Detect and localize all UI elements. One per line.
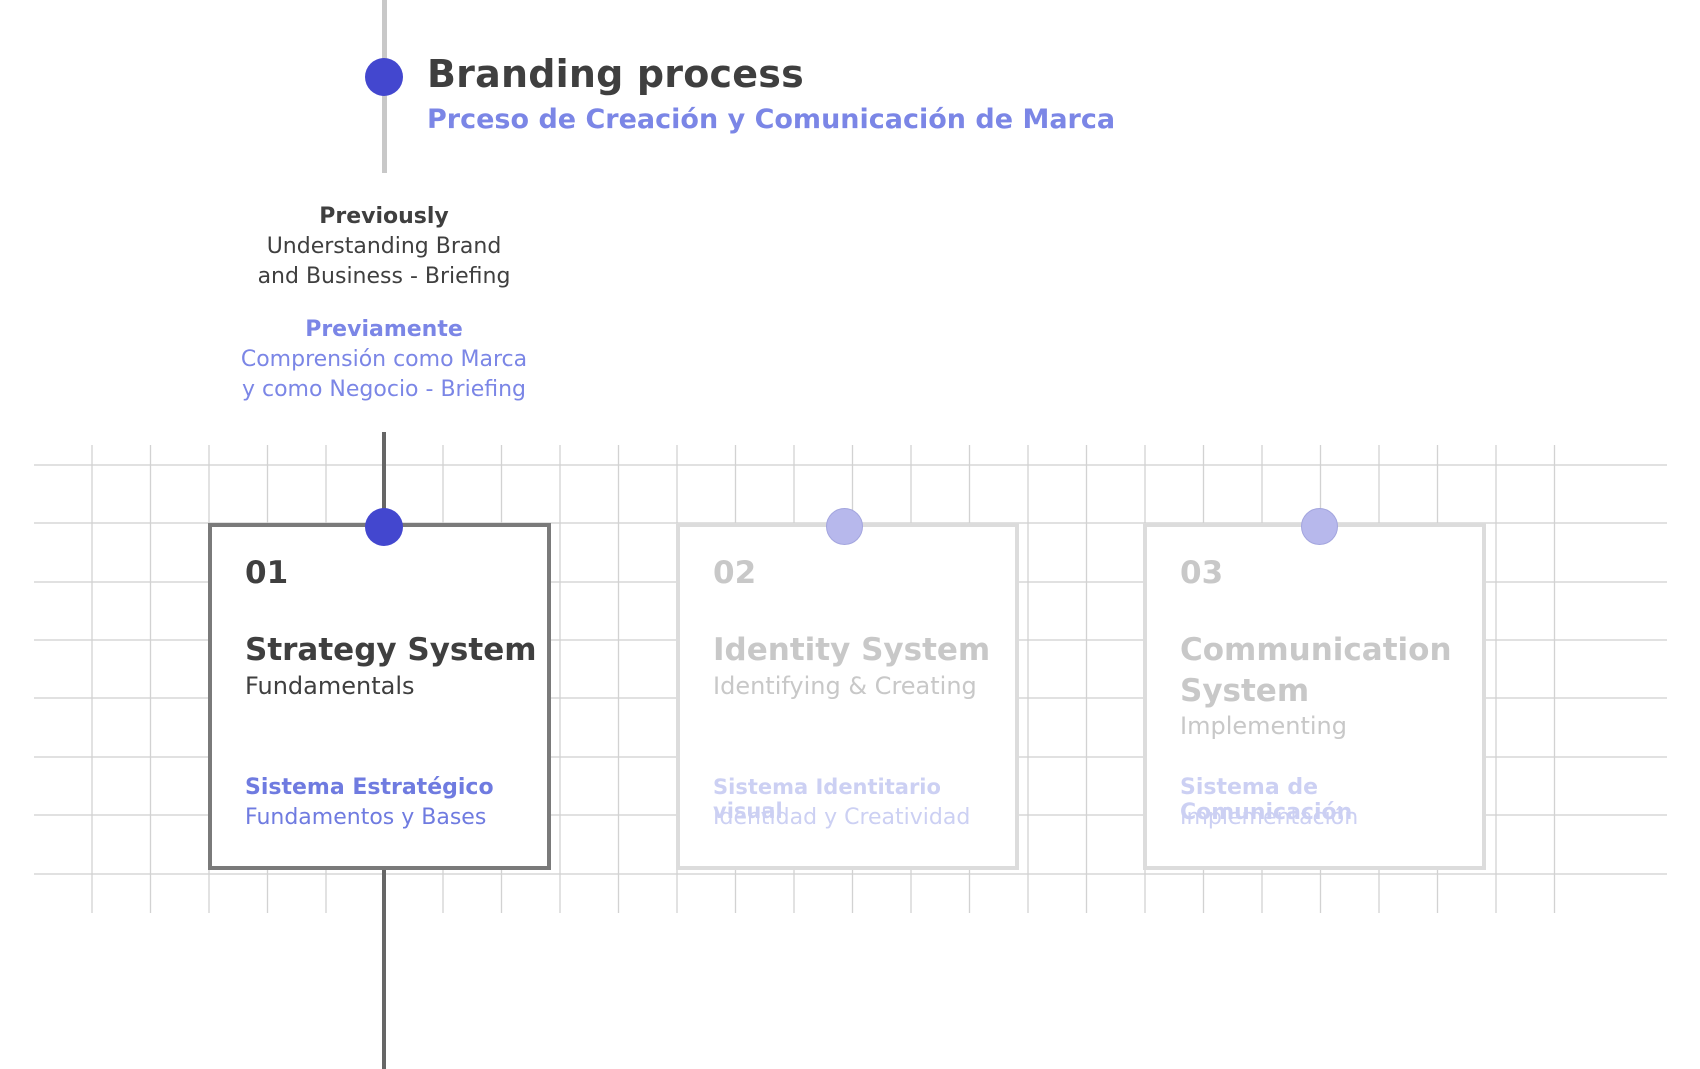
previously-heading: Previously xyxy=(319,204,449,229)
step-number: 02 xyxy=(713,555,757,591)
step-subtitle-es: Identidad y Creatividad xyxy=(713,805,971,830)
previamente-line-1: Comprensión como Marca xyxy=(240,347,528,372)
step-name: Communication System xyxy=(1180,632,1452,709)
timeline-connector-lower xyxy=(382,870,386,1069)
step-name: Identity System xyxy=(713,632,991,668)
step-node-1[interactable] xyxy=(365,508,403,546)
timeline-connector-upper xyxy=(382,432,386,522)
page-subtitle: Prceso de Creación y Comunicación de Mar… xyxy=(427,104,1116,135)
previously-block-en: Previously Understanding Brand and Busin… xyxy=(224,202,544,292)
step-subtitle-es: Fundamentos y Bases xyxy=(245,805,487,830)
previamente-heading: Previamente xyxy=(305,317,463,342)
previously-block-es: Previamente Comprensión como Marca y com… xyxy=(224,315,544,405)
step-node-3[interactable] xyxy=(1301,508,1338,545)
step-subtitle-en: Identifying & Creating xyxy=(713,672,977,700)
previously-line-1: Understanding Brand xyxy=(266,234,502,259)
page-title: Branding process xyxy=(427,52,804,96)
step-number: 03 xyxy=(1180,555,1224,591)
previamente-line-2: y como Negocio - Briefing xyxy=(241,377,526,402)
previously-line-2: and Business - Briefing xyxy=(257,264,511,289)
step-name-es: Sistema Identitario visual xyxy=(713,775,941,823)
step-name-es: Sistema de Comunicación xyxy=(1180,775,1353,825)
step-subtitle-es: Implementación xyxy=(1180,805,1359,830)
timeline-node-start xyxy=(365,58,403,96)
step-name: Strategy System xyxy=(245,632,537,668)
step-card-identity[interactable]: 02 Identity System Identifying & Creatin… xyxy=(676,523,1019,870)
step-card-strategy[interactable]: 01 Strategy System Fundamentals Sistema … xyxy=(208,523,551,870)
step-card-communication[interactable]: 03 Communication System Implementing Sis… xyxy=(1143,523,1486,870)
step-name-es: Sistema Estratégico xyxy=(245,775,494,800)
step-subtitle-en: Implementing xyxy=(1180,712,1348,740)
step-number: 01 xyxy=(245,555,289,591)
step-node-2[interactable] xyxy=(826,508,863,545)
step-subtitle-en: Fundamentals xyxy=(245,672,415,700)
